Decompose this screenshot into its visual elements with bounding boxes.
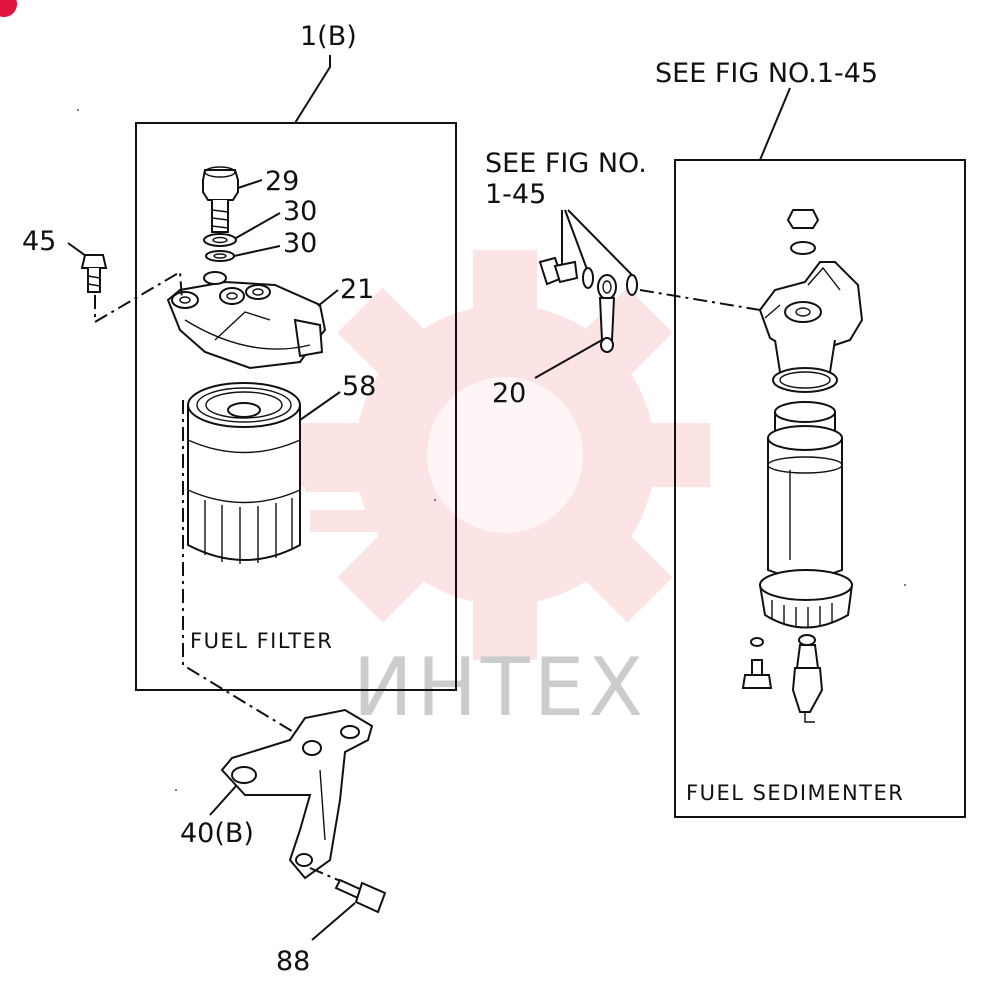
assembly-label: 1(B) (300, 21, 357, 52)
label-30-upper: 30 (283, 196, 317, 227)
gasket-ring-icon (582, 267, 638, 296)
banjo-bolt-icon (538, 256, 579, 286)
fuel-filter-caption: FUEL FILTER (190, 629, 333, 653)
label-30-lower: 30 (283, 228, 317, 259)
label-29: 29 (265, 166, 299, 197)
bolt-45-icon (80, 254, 108, 293)
see-fig-mid-line1: SEE FIG NO. (485, 148, 647, 179)
label-40b: 40(B) (180, 818, 254, 849)
plug-icon (786, 209, 820, 229)
plug-washer-icon (790, 241, 816, 255)
filter-head-21-icon (166, 271, 327, 370)
fuel-sedimenter-box (674, 159, 966, 818)
drain-ring-icon (759, 569, 853, 629)
drain-washer-icon (750, 637, 764, 647)
bracket-40b-icon (220, 708, 374, 880)
sedimenter-head-icon (758, 261, 864, 380)
label-58: 58 (342, 371, 376, 402)
see-fig-top-label: SEE FIG NO.1-45 (655, 58, 878, 89)
label-21: 21 (340, 274, 374, 305)
bolt-29-icon (202, 166, 239, 233)
drain-screw-icon (741, 659, 773, 689)
corner-badge-icon (0, 0, 17, 17)
see-fig-mid-line2: 1-45 (485, 179, 546, 210)
drain-valve-icon (791, 634, 824, 723)
washer-30-lower-icon (205, 250, 235, 262)
label-45: 45 (22, 226, 56, 257)
washer-30-upper-icon (203, 233, 237, 247)
sedimenter-bowl-icon (767, 401, 843, 579)
eye-fitting-20-icon (597, 274, 617, 353)
watermark-text: ИНТЕХ (353, 641, 647, 734)
bolt-88-icon (334, 878, 387, 914)
label-20: 20 (492, 378, 526, 409)
filter-cartridge-58-icon (187, 382, 301, 564)
label-88: 88 (276, 946, 310, 977)
fuel-sedimenter-caption: FUEL SEDIMENTER (686, 781, 904, 805)
